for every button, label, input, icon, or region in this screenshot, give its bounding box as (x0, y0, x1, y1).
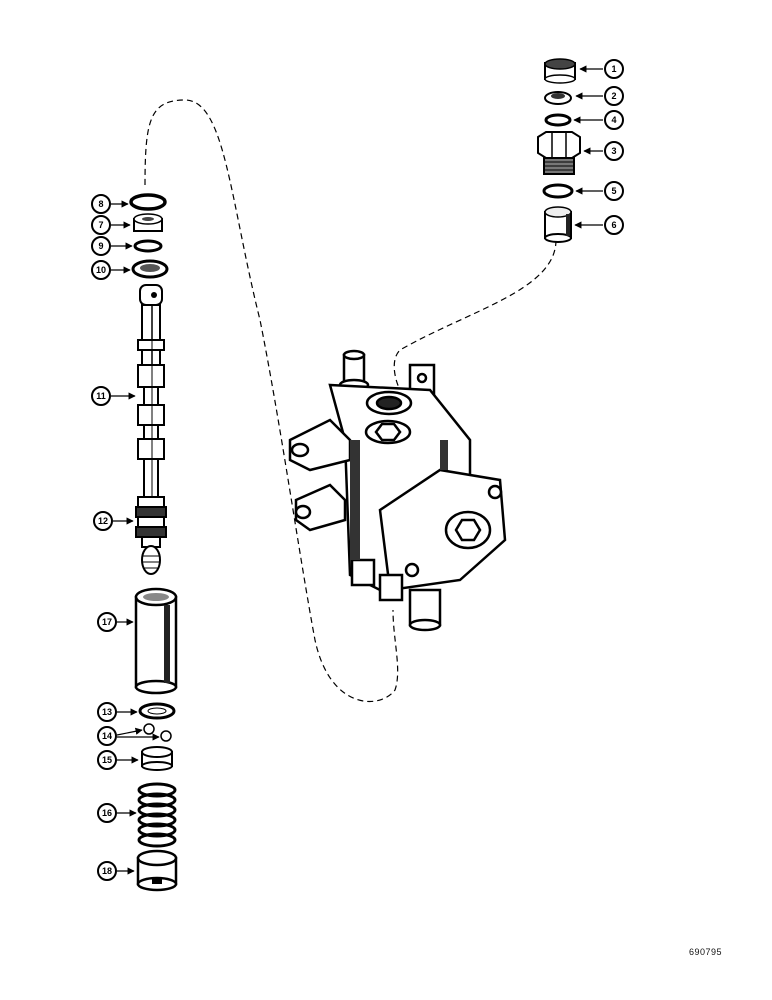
callout-9: 9 (91, 236, 133, 256)
callout-1: 1 (579, 59, 624, 79)
callout-label: 18 (102, 866, 112, 876)
callout-label: 9 (98, 241, 103, 251)
part-7-retainer (133, 213, 163, 232)
part-4-oring (544, 113, 572, 127)
callout-11: 11 (91, 386, 136, 406)
callout-label: 5 (611, 186, 616, 196)
part-14-balls (143, 723, 172, 742)
part-15-spacer (141, 746, 173, 771)
callout-label: 15 (102, 755, 112, 765)
part-13-washer (138, 702, 176, 720)
callout-label: 11 (96, 391, 106, 401)
callout-label: 4 (611, 115, 616, 125)
callout-label: 16 (102, 808, 112, 818)
part-18-plug (136, 849, 178, 892)
callout-label: 8 (98, 199, 103, 209)
callout-5: 5 (575, 181, 624, 201)
callout-3: 3 (583, 141, 624, 161)
callout-label: 2 (611, 91, 616, 101)
callout-4: 4 (573, 110, 624, 130)
callout-label: 3 (611, 146, 616, 156)
callout-15: 15 (97, 750, 139, 770)
part-12-spool-end (135, 496, 167, 575)
callout-6: 6 (574, 215, 624, 235)
callout-13: 13 (97, 702, 138, 722)
part-5-oring (542, 183, 574, 199)
part-10-seal (131, 259, 169, 279)
part-16-spring (137, 782, 177, 848)
callout-label: 12 (98, 516, 108, 526)
part-9-oring (133, 239, 163, 253)
callout-12: 12 (93, 511, 134, 531)
callout-18: 18 (97, 861, 135, 881)
callout-10: 10 (91, 260, 131, 280)
figure-code: 690795 (688, 947, 722, 957)
part-8-oring (129, 193, 167, 211)
callout-label: 1 (611, 64, 616, 74)
callout-17: 17 (97, 612, 134, 632)
callout-14: 14 (97, 726, 160, 746)
callout-7: 7 (91, 215, 131, 235)
callout-label: 10 (96, 265, 106, 275)
callout-label: 13 (102, 707, 112, 717)
callout-2: 2 (575, 86, 624, 106)
part-1-cap (544, 58, 576, 84)
part-6-sleeve (544, 206, 572, 243)
part-11-spool (137, 284, 165, 498)
callout-16: 16 (97, 803, 137, 823)
valve-body (288, 349, 507, 632)
callout-8: 8 (91, 194, 129, 214)
part-3-fitting (537, 131, 581, 175)
assembly-guide-lines (144, 99, 557, 702)
callout-label: 7 (98, 220, 103, 230)
part-2-washer (544, 91, 572, 105)
part-17-housing (134, 587, 178, 695)
callout-label: 6 (611, 220, 616, 230)
callout-label: 14 (102, 731, 112, 741)
callout-label: 17 (102, 617, 112, 627)
